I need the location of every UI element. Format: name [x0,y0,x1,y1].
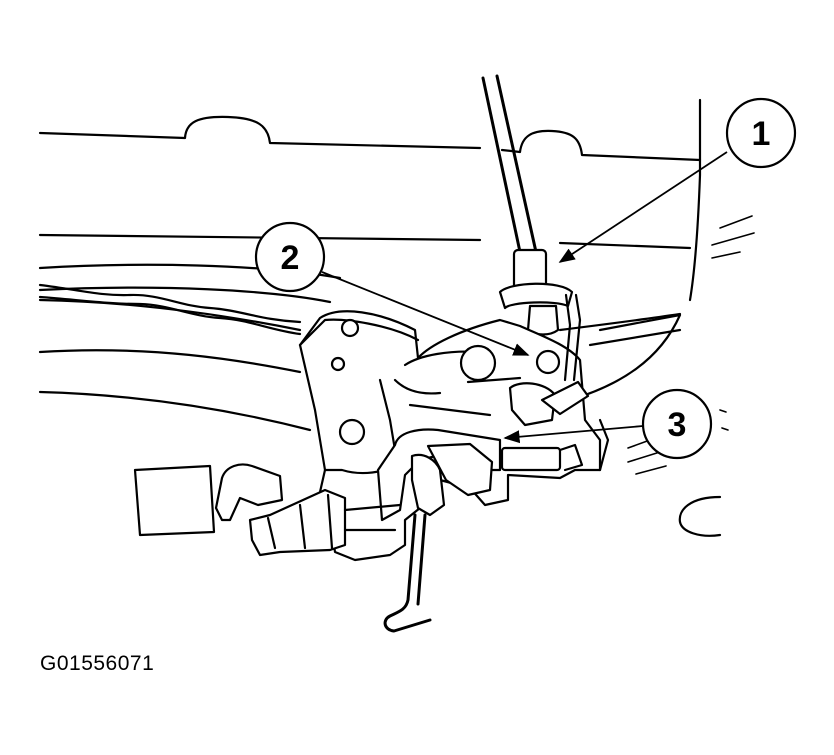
door-latch-assembly [298,293,610,562]
callout-1-label: 1 [752,115,771,153]
figure-id: G01556071 [40,652,155,675]
actuator-rod [481,74,574,336]
window-channel [38,283,682,336]
callout-3-label: 3 [668,406,687,444]
callout-2: 2 [254,221,530,356]
callout-1-circle [725,97,797,169]
door-panel-outline [38,98,755,537]
callout-2-label: 2 [281,239,300,277]
callout-2-circle [254,221,326,293]
callout-3-circle [641,388,713,460]
lock-rod [383,513,432,633]
callout-1: 1 [558,97,797,263]
wiring-connector [133,463,402,557]
callout-3: 3 [503,388,713,460]
